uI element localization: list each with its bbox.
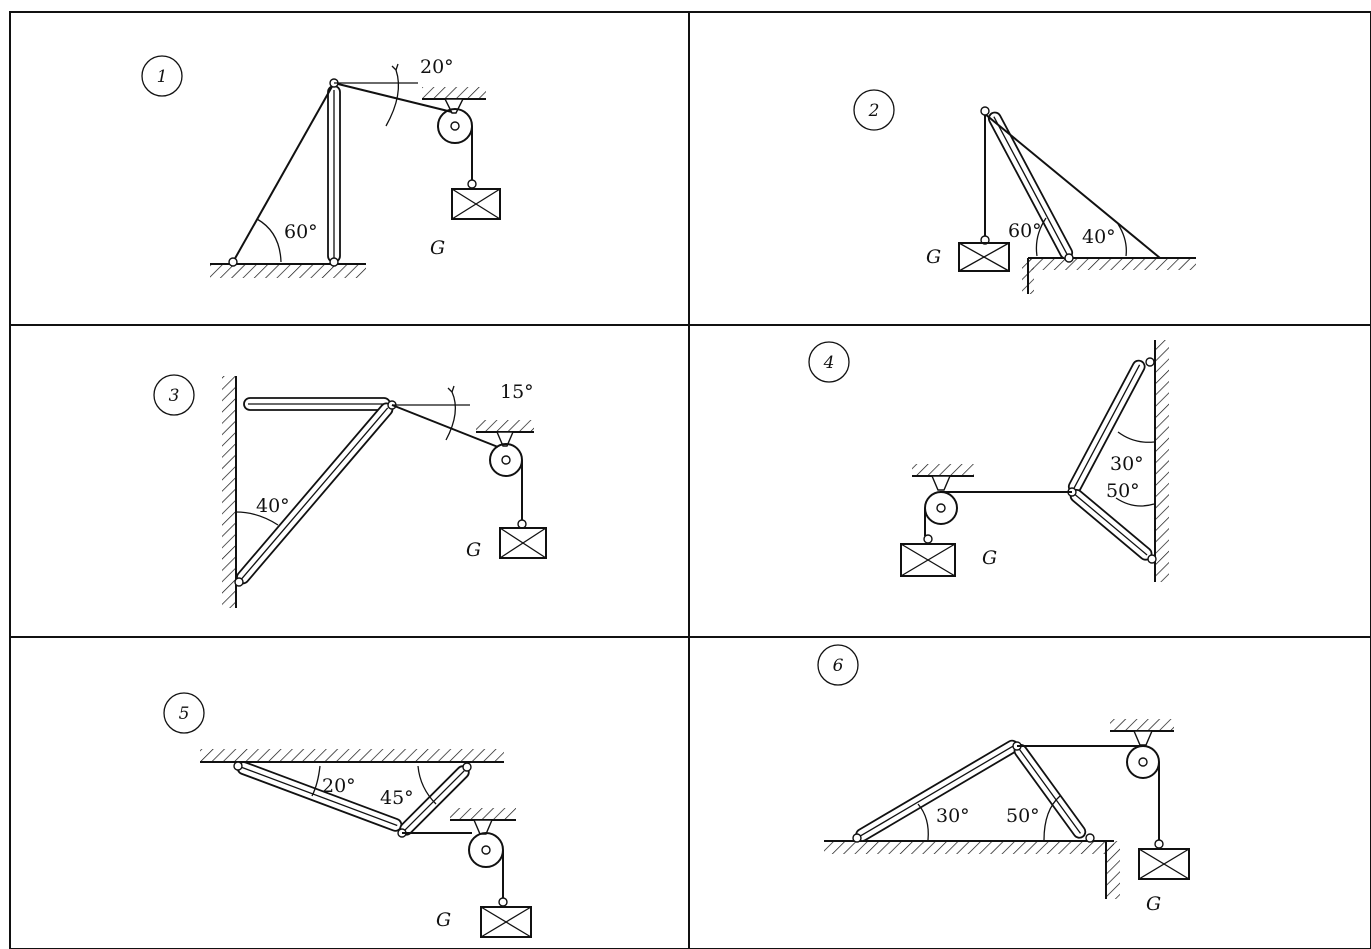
panel-number-circle [153, 374, 195, 416]
ground-hatch [210, 264, 366, 278]
load-label: G [430, 237, 445, 259]
panel-number-circle [163, 692, 205, 734]
load-label: G [1146, 893, 1161, 915]
panel-number-circle [141, 55, 183, 97]
panel-4: 4 30° 50° G [808, 340, 1169, 582]
panel-number: 5 [179, 704, 190, 724]
angle-label-15: 15° [500, 381, 534, 403]
angle-label-30: 30° [1110, 453, 1144, 475]
load-box [499, 527, 547, 559]
stay-rope [984, 113, 1161, 259]
angle-label-40: 40° [256, 495, 290, 517]
load-box [900, 543, 956, 577]
ceiling-hatch [476, 420, 534, 432]
panel-number: 2 [868, 101, 880, 121]
angle-label-45: 45° [380, 787, 414, 809]
ceiling-hatch [1110, 719, 1174, 731]
wall-hatch [1155, 340, 1169, 582]
ceiling-hatch [200, 749, 504, 762]
panel-6: 6 30° 50° [817, 644, 1190, 915]
ground-hatch [824, 841, 1114, 854]
rope-to-pulley [391, 404, 499, 448]
panel-number-circle [853, 89, 895, 131]
load-box [1138, 848, 1190, 880]
ceiling-hatch [912, 464, 974, 476]
panel-number: 3 [169, 386, 180, 406]
angle-label-30: 30° [936, 805, 970, 827]
load-box [480, 906, 532, 938]
ground-hatch [1028, 258, 1196, 270]
load-label: G [982, 547, 997, 569]
inclined-rope [232, 82, 335, 263]
ceiling-hatch [422, 87, 486, 99]
panel-number: 4 [823, 353, 835, 373]
load-box [958, 242, 1010, 272]
panel-2: 2 G 60° 40° [853, 89, 1196, 294]
angle-label-40: 40° [1082, 226, 1116, 248]
load-label: G [466, 539, 481, 561]
panel-number: 6 [833, 656, 844, 676]
angle-label-20: 20° [420, 56, 454, 78]
load-label: G [436, 909, 451, 931]
panel-number-circle [817, 644, 859, 686]
angle-label-50: 50° [1106, 480, 1140, 502]
panel-1: 1 20° 60° G [141, 55, 501, 278]
panel-5: 5 20° 45° G [163, 692, 532, 938]
rope-to-pulley [333, 82, 453, 113]
load-box [451, 188, 501, 220]
panel-number-circle [808, 341, 850, 383]
angle-label-50: 50° [1006, 805, 1040, 827]
angle-label-60: 60° [284, 221, 318, 243]
load-label: G [926, 246, 941, 268]
panel-3: 3 15° 40° G [153, 374, 547, 608]
angle-label-60: 60° [1008, 220, 1042, 242]
grid-frame [9, 11, 1371, 949]
wall-hatch [222, 376, 236, 608]
angle-label-20: 20° [322, 775, 356, 797]
panel-number: 1 [157, 67, 168, 87]
